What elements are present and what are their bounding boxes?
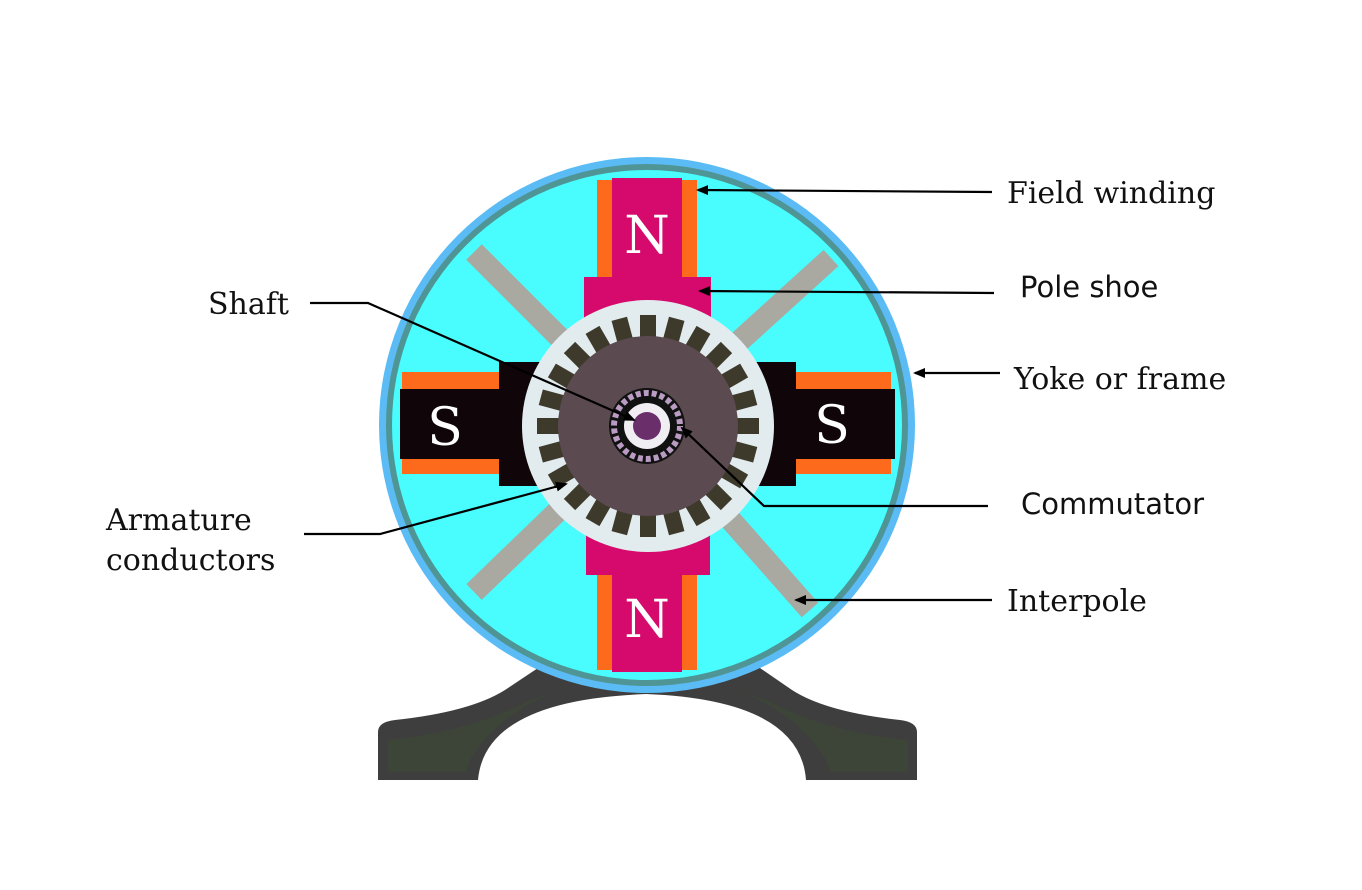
- armature-conductor: [611, 507, 634, 536]
- base-fill-left: [388, 690, 560, 772]
- label-armature-line2: conductors: [106, 543, 275, 578]
- pole-body-bottom: [612, 572, 682, 672]
- armature-conductor: [735, 418, 759, 434]
- leader-field-winding: [696, 185, 993, 196]
- pole-letter-bottom: N: [624, 590, 670, 650]
- pole-letter-top: N: [624, 206, 670, 266]
- armature-conductor: [662, 507, 685, 536]
- armature-conductor: [662, 316, 685, 345]
- base-outline: [378, 668, 917, 780]
- armature-conductor: [538, 389, 567, 412]
- leader-shaft: [310, 301, 636, 422]
- pole-letter-right: S: [814, 396, 850, 456]
- commutator-segment-ring: [611, 390, 683, 462]
- leader-commutator: [680, 426, 988, 508]
- south-pole-left: S: [400, 362, 559, 486]
- armature-conductor: [729, 389, 758, 412]
- armature-conductor: [729, 440, 758, 463]
- armature-conductor: [538, 440, 567, 463]
- armature-conductor: [537, 418, 561, 434]
- pole-body-top: [612, 178, 682, 280]
- pole-body-right: [791, 389, 895, 459]
- armature-conductor: [611, 316, 634, 345]
- label-shaft: Shaft: [208, 287, 289, 322]
- base-fill-right: [736, 690, 908, 772]
- leader-pole-shoe: [698, 286, 995, 297]
- base-mount: [378, 668, 917, 780]
- leader-lines: [304, 185, 1000, 605]
- pole-letter-left: S: [427, 398, 463, 458]
- label-commutator: Commutator: [1021, 487, 1204, 521]
- label-pole-shoe: Pole shoe: [1020, 270, 1158, 304]
- label-field-winding: Field winding: [1007, 176, 1215, 211]
- label-interpole: Interpole: [1007, 584, 1147, 619]
- label-yoke: Yoke or frame: [1013, 362, 1226, 397]
- pole-body-left: [400, 389, 504, 459]
- shaft: [633, 412, 661, 440]
- north-pole-top: N: [584, 178, 711, 337]
- leader-armature: [304, 481, 568, 536]
- label-armature-line1: Armature: [105, 503, 252, 538]
- armature-conductor: [640, 513, 656, 537]
- armature-conductor: [640, 315, 656, 339]
